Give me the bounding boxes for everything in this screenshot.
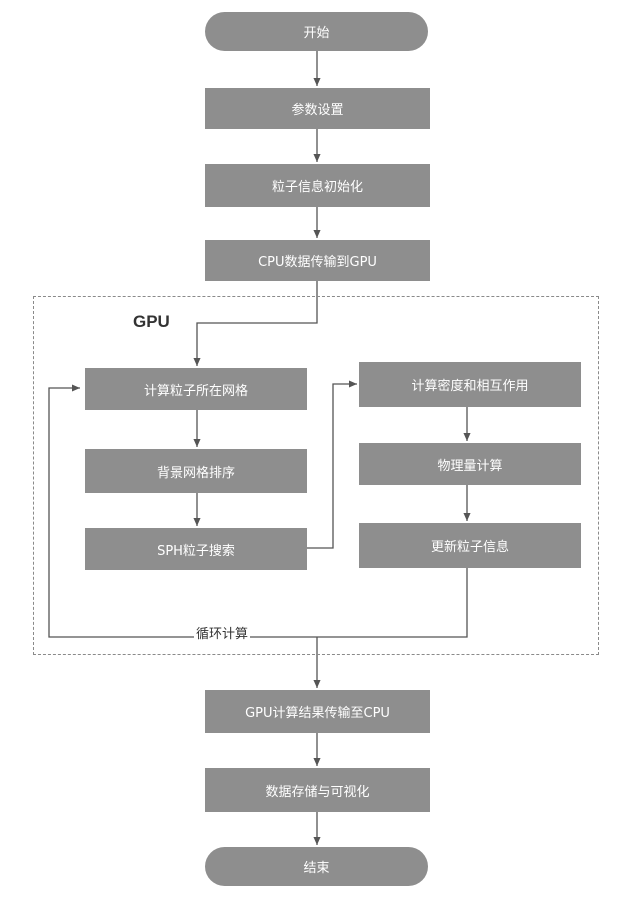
gpu-step-sph-search: SPH粒子搜索 [85, 528, 307, 570]
loop-label: 循环计算 [194, 627, 250, 643]
end-node: 结束 [205, 847, 428, 886]
step-gpu-to-cpu: GPU计算结果传输至CPU [205, 690, 430, 733]
step-particle-init: 粒子信息初始化 [205, 164, 430, 207]
gpu-step-compute-grid: 计算粒子所在网格 [85, 368, 307, 410]
gpu-label: GPU [133, 312, 170, 332]
gpu-step-update-particles: 更新粒子信息 [359, 523, 581, 568]
step-param-setup: 参数设置 [205, 88, 430, 129]
gpu-step-physics-calc: 物理量计算 [359, 443, 581, 485]
step-storage-visualization: 数据存储与可视化 [205, 768, 430, 812]
start-node: 开始 [205, 12, 428, 51]
gpu-step-density-interaction: 计算密度和相互作用 [359, 362, 581, 407]
gpu-step-grid-sort: 背景网格排序 [85, 449, 307, 493]
step-cpu-to-gpu: CPU数据传输到GPU [205, 240, 430, 281]
